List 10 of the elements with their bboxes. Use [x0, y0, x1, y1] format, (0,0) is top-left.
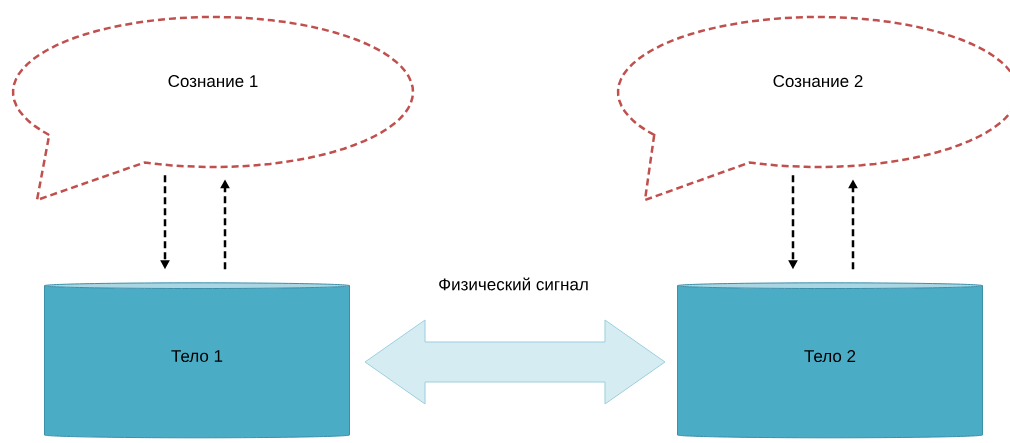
node-text: Тело 1	[171, 350, 223, 362]
edge-label: Физический сигнал	[439, 277, 588, 291]
node-text: Тело 2	[804, 350, 856, 363]
node-text: Сознание 2	[773, 75, 863, 88]
speech-bubble	[11, 15, 415, 202]
speech-bubble	[616, 15, 1010, 202]
block-arrow	[364, 319, 666, 405]
node-text: Сознание 1	[168, 75, 258, 88]
cylinder	[677, 282, 983, 439]
cylinder	[44, 282, 350, 439]
